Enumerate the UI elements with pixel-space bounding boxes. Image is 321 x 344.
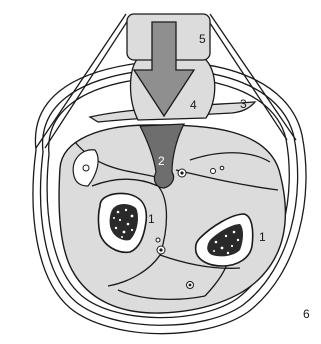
- label-pad: 4: [190, 98, 197, 112]
- bone-a: [99, 194, 147, 253]
- label-bone-b: 1: [259, 230, 266, 244]
- label-outer: 6: [303, 307, 310, 321]
- label-band: 3: [240, 97, 247, 111]
- label-bone-a: 1: [148, 212, 155, 226]
- label-block: 5: [199, 32, 206, 46]
- label-wedge: 2: [158, 154, 165, 168]
